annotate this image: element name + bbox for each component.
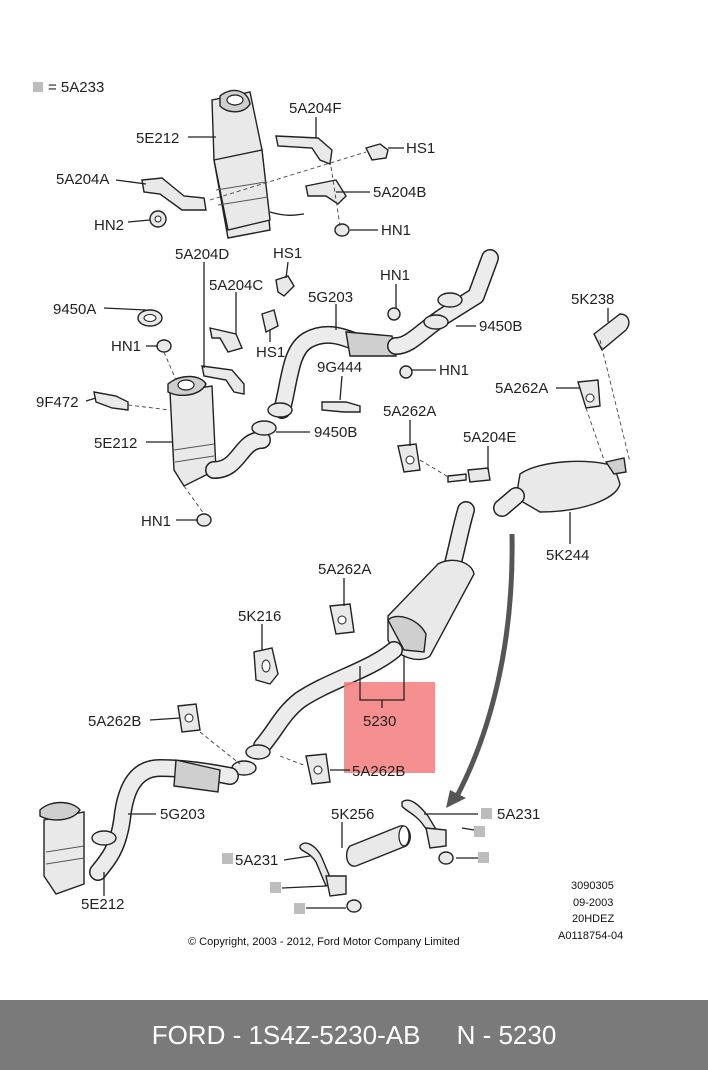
- ref-square-6: [222, 853, 233, 864]
- nut-hn2: [149, 210, 167, 228]
- label-hs1-top: HS1: [406, 140, 435, 157]
- bracket-5a204f: [275, 135, 333, 165]
- sensor-9f472: [93, 391, 129, 411]
- label-5a204a: 5A204A: [56, 171, 109, 188]
- flange-center-front: [231, 744, 271, 776]
- nut-5a233-left: [346, 899, 362, 913]
- label-5k216: 5K216: [238, 608, 281, 625]
- catalytic-converter-low: [39, 801, 85, 895]
- nut-hn1-top: [334, 223, 350, 237]
- label-5a204d: 5A204D: [175, 246, 229, 263]
- label-5a204c: 5A204C: [209, 277, 263, 294]
- ref-square-1: [474, 826, 485, 837]
- assembly-arrow-head: [446, 790, 466, 808]
- bracket-5a204c: [209, 327, 243, 353]
- flange-low: [91, 830, 117, 846]
- insulator-5k216: [253, 647, 279, 685]
- hanger-5a262a-low: [329, 603, 355, 635]
- catalytic-converter-top: [211, 89, 305, 239]
- bolt-hs1-mid: [275, 275, 295, 297]
- label-hn1-low: HN1: [141, 513, 171, 530]
- label-9f472: 9F472: [36, 394, 79, 411]
- label-5e212-top: 5E212: [136, 130, 179, 147]
- ref-square-2: [478, 852, 489, 863]
- label-5a262a-right: 5A262A: [495, 380, 548, 397]
- footer-spacer: [420, 1020, 456, 1051]
- label-hn1-left: HN1: [111, 338, 141, 355]
- label-5a262b-right: 5A262B: [352, 763, 405, 780]
- label-5a231-left: 5A231: [235, 852, 278, 869]
- footer-part-number: FORD - 1S4Z-5230-AB: [151, 1019, 421, 1050]
- label-5a204b: 5A204B: [373, 184, 426, 201]
- ref-square-3: [270, 882, 281, 893]
- label-hn2: HN2: [94, 217, 124, 234]
- hanger-5a262a-right: [577, 379, 601, 409]
- hanger-5a262b-right: [305, 753, 331, 785]
- nut-hn1-right: [399, 365, 413, 379]
- footer-ref-number: N - 5230: [456, 1019, 557, 1050]
- ref-square-4: [294, 903, 305, 914]
- label-5e212-low: 5E212: [81, 896, 124, 913]
- bracket-5a204a: [141, 177, 207, 211]
- ref-square-5: [481, 808, 492, 819]
- assembly-arrow: [453, 533, 515, 800]
- label-5a262a-mid: 5A262A: [383, 403, 436, 420]
- label-5k256: 5K256: [331, 806, 374, 823]
- label-5230[interactable]: 5230: [363, 713, 396, 730]
- label-9450b-right: 9450B: [479, 318, 522, 335]
- highlight-box: [344, 682, 435, 773]
- info-code-3: 20HDEZ: [572, 913, 614, 925]
- label-5a204f: 5A204F: [289, 100, 342, 117]
- label-5a231-right: 5A231: [497, 806, 540, 823]
- label-5e212-mid: 5E212: [94, 435, 137, 452]
- clamp-5a231-right: [401, 799, 447, 849]
- label-9g444: 9G444: [317, 359, 362, 376]
- label-hn1-mid: HN1: [380, 267, 410, 284]
- nut-hn1-left: [156, 339, 172, 353]
- hanger-5a262a-mid: [397, 443, 421, 473]
- hanger-5a262b-left: [177, 703, 201, 733]
- label-5a204e: 5A204E: [463, 429, 516, 446]
- flange-9450b-mid: [251, 402, 293, 436]
- flex-section-top: [345, 331, 397, 357]
- bolt-hs1-top: [364, 143, 389, 161]
- info-code-4: A0118754-04: [558, 930, 623, 942]
- rear-muffler-5k244: [515, 457, 627, 513]
- info-code-1: 3090305: [571, 880, 614, 892]
- sleeve-5k256: [345, 825, 411, 867]
- label-5k244: 5K244: [546, 547, 589, 564]
- label-5g203-top: 5G203: [308, 289, 353, 306]
- label-9450b-mid: 9450B: [314, 424, 357, 441]
- label-hs1-mid: HS1: [273, 245, 302, 262]
- tailpipe-5k238: [593, 313, 630, 352]
- flex-section-low: [173, 759, 221, 793]
- clamp-5a231-left: [299, 842, 347, 897]
- bracket-5a204e: [447, 467, 491, 483]
- label-5g203-low: 5G203: [160, 806, 205, 823]
- catalytic-converter-mid: [167, 375, 217, 487]
- bolt-hs1-low: [261, 309, 279, 334]
- label-5a262b-left: 5A262B: [88, 713, 141, 730]
- info-code-2: 09-2003: [573, 897, 613, 909]
- legend-text: = 5A233: [48, 79, 104, 96]
- label-5k238: 5K238: [571, 291, 614, 308]
- legend-swatch: [33, 82, 43, 92]
- flange-9450b-top: [423, 292, 463, 330]
- label-hs1-low: HS1: [256, 344, 285, 361]
- bracket-5a204d: [201, 365, 245, 395]
- copyright: © Copyright, 2003 - 2012, Ford Motor Com…: [188, 936, 460, 948]
- center-muffler-5230: [387, 559, 475, 661]
- nut-hn1-upper: [387, 307, 401, 321]
- gasket-9450a: [137, 309, 163, 327]
- label-hn1-top: HN1: [381, 222, 411, 239]
- sensor-9g444: [321, 401, 361, 413]
- exhaust-parts-diagram: = 5A233: [33, 79, 631, 948]
- nut-5a233-right: [438, 851, 454, 865]
- label-hn1-right: HN1: [439, 362, 469, 379]
- label-5a262a-low: 5A262A: [318, 561, 371, 578]
- nut-hn1-low: [196, 513, 212, 527]
- label-9450a: 9450A: [53, 301, 96, 318]
- footer-bar: FORD - 1S4Z-5230-AB N - 5230: [0, 1000, 708, 1070]
